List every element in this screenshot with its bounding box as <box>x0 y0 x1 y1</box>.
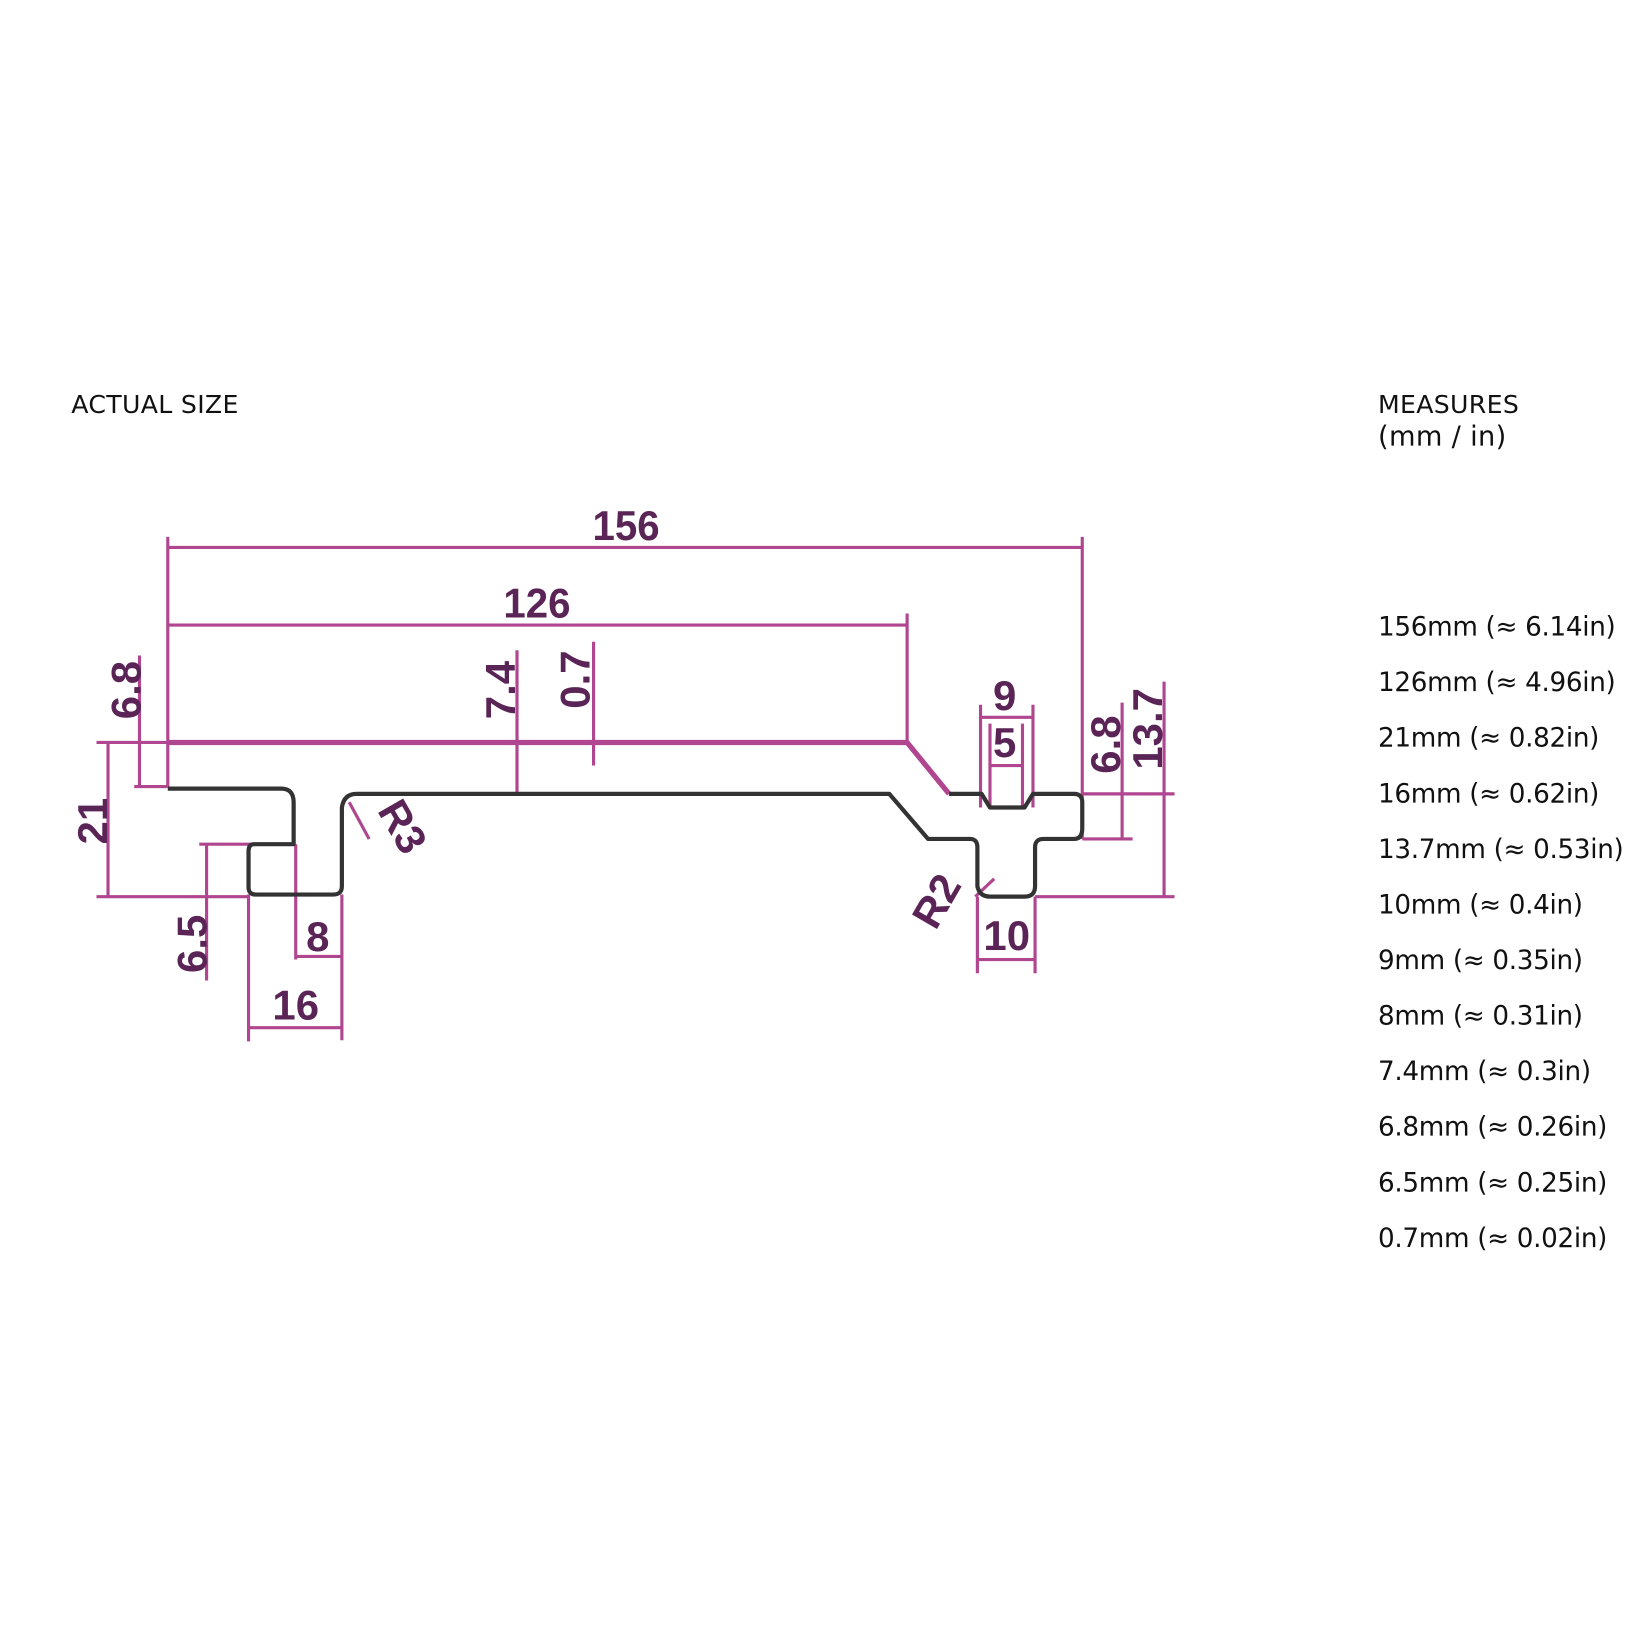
dim-6-5-line <box>199 842 252 981</box>
label-9: 9 <box>993 672 1016 719</box>
measures-list: 156mm (≈ 6.14in) 126mm (≈ 4.96in) 21mm (… <box>1377 608 1624 1275</box>
label-6-8-right: 6.8 <box>1082 715 1129 773</box>
measure-item: 126mm (≈ 4.96in) <box>1377 666 1616 698</box>
dim-6-8-right-line <box>1082 702 1175 841</box>
top-face-line <box>167 739 952 796</box>
measures-title: MEASURES <box>1377 390 1520 420</box>
label-156: 156 <box>593 502 660 549</box>
measure-item: 8mm (≈ 0.31in) <box>1377 1000 1583 1031</box>
measure-item: 9mm (≈ 0.35in) <box>1377 944 1583 976</box>
label-r2: R2 <box>903 866 971 936</box>
label-r3: R3 <box>369 791 437 861</box>
dim-8-line <box>294 844 344 1041</box>
dimension-labels: 156 126 6.8 21 6.5 8 16 7.4 0.7 R3 9 5 R… <box>69 502 1171 1028</box>
measure-item: 7.4mm (≈ 0.3in) <box>1377 1056 1591 1087</box>
r3-leader <box>347 801 371 840</box>
label-6-5: 6.5 <box>169 915 216 973</box>
label-13-7: 13.7 <box>1124 688 1171 770</box>
label-5: 5 <box>993 719 1016 766</box>
measure-item: 21mm (≈ 0.82in) <box>1377 722 1600 753</box>
measure-item: 10mm (≈ 0.4in) <box>1377 889 1583 920</box>
label-16: 16 <box>272 981 319 1028</box>
measures-subtitle: (mm / in) <box>1377 421 1507 454</box>
label-7-4: 7.4 <box>477 660 524 719</box>
label-126: 126 <box>503 580 570 627</box>
dim-13-7-line <box>1035 681 1175 899</box>
dim-16-line <box>246 894 342 1042</box>
measure-item: 6.5mm (≈ 0.25in) <box>1377 1167 1608 1198</box>
actual-size-title: ACTUAL SIZE <box>71 390 239 420</box>
measure-item: 13.7mm (≈ 0.53in) <box>1377 833 1624 865</box>
label-21: 21 <box>69 798 116 845</box>
measure-item: 6.8mm (≈ 0.26in) <box>1377 1111 1608 1143</box>
measure-item: 0.7mm (≈ 0.02in) <box>1377 1222 1608 1254</box>
label-8: 8 <box>306 913 329 960</box>
dim-5-line <box>988 723 1025 808</box>
profile-outline <box>167 786 1085 899</box>
dimension-lines <box>96 536 1175 1042</box>
label-10: 10 <box>983 912 1030 959</box>
measure-item: 156mm (≈ 6.14in) <box>1377 611 1616 642</box>
label-6-8-left: 6.8 <box>103 661 150 719</box>
dim-9-line <box>978 704 1035 808</box>
dim-10-line <box>975 896 1037 974</box>
label-0-7: 0.7 <box>551 650 598 708</box>
measure-item: 16mm (≈ 0.62in) <box>1377 778 1600 809</box>
dim-126-line <box>167 613 909 743</box>
dim-21-line <box>96 742 249 899</box>
